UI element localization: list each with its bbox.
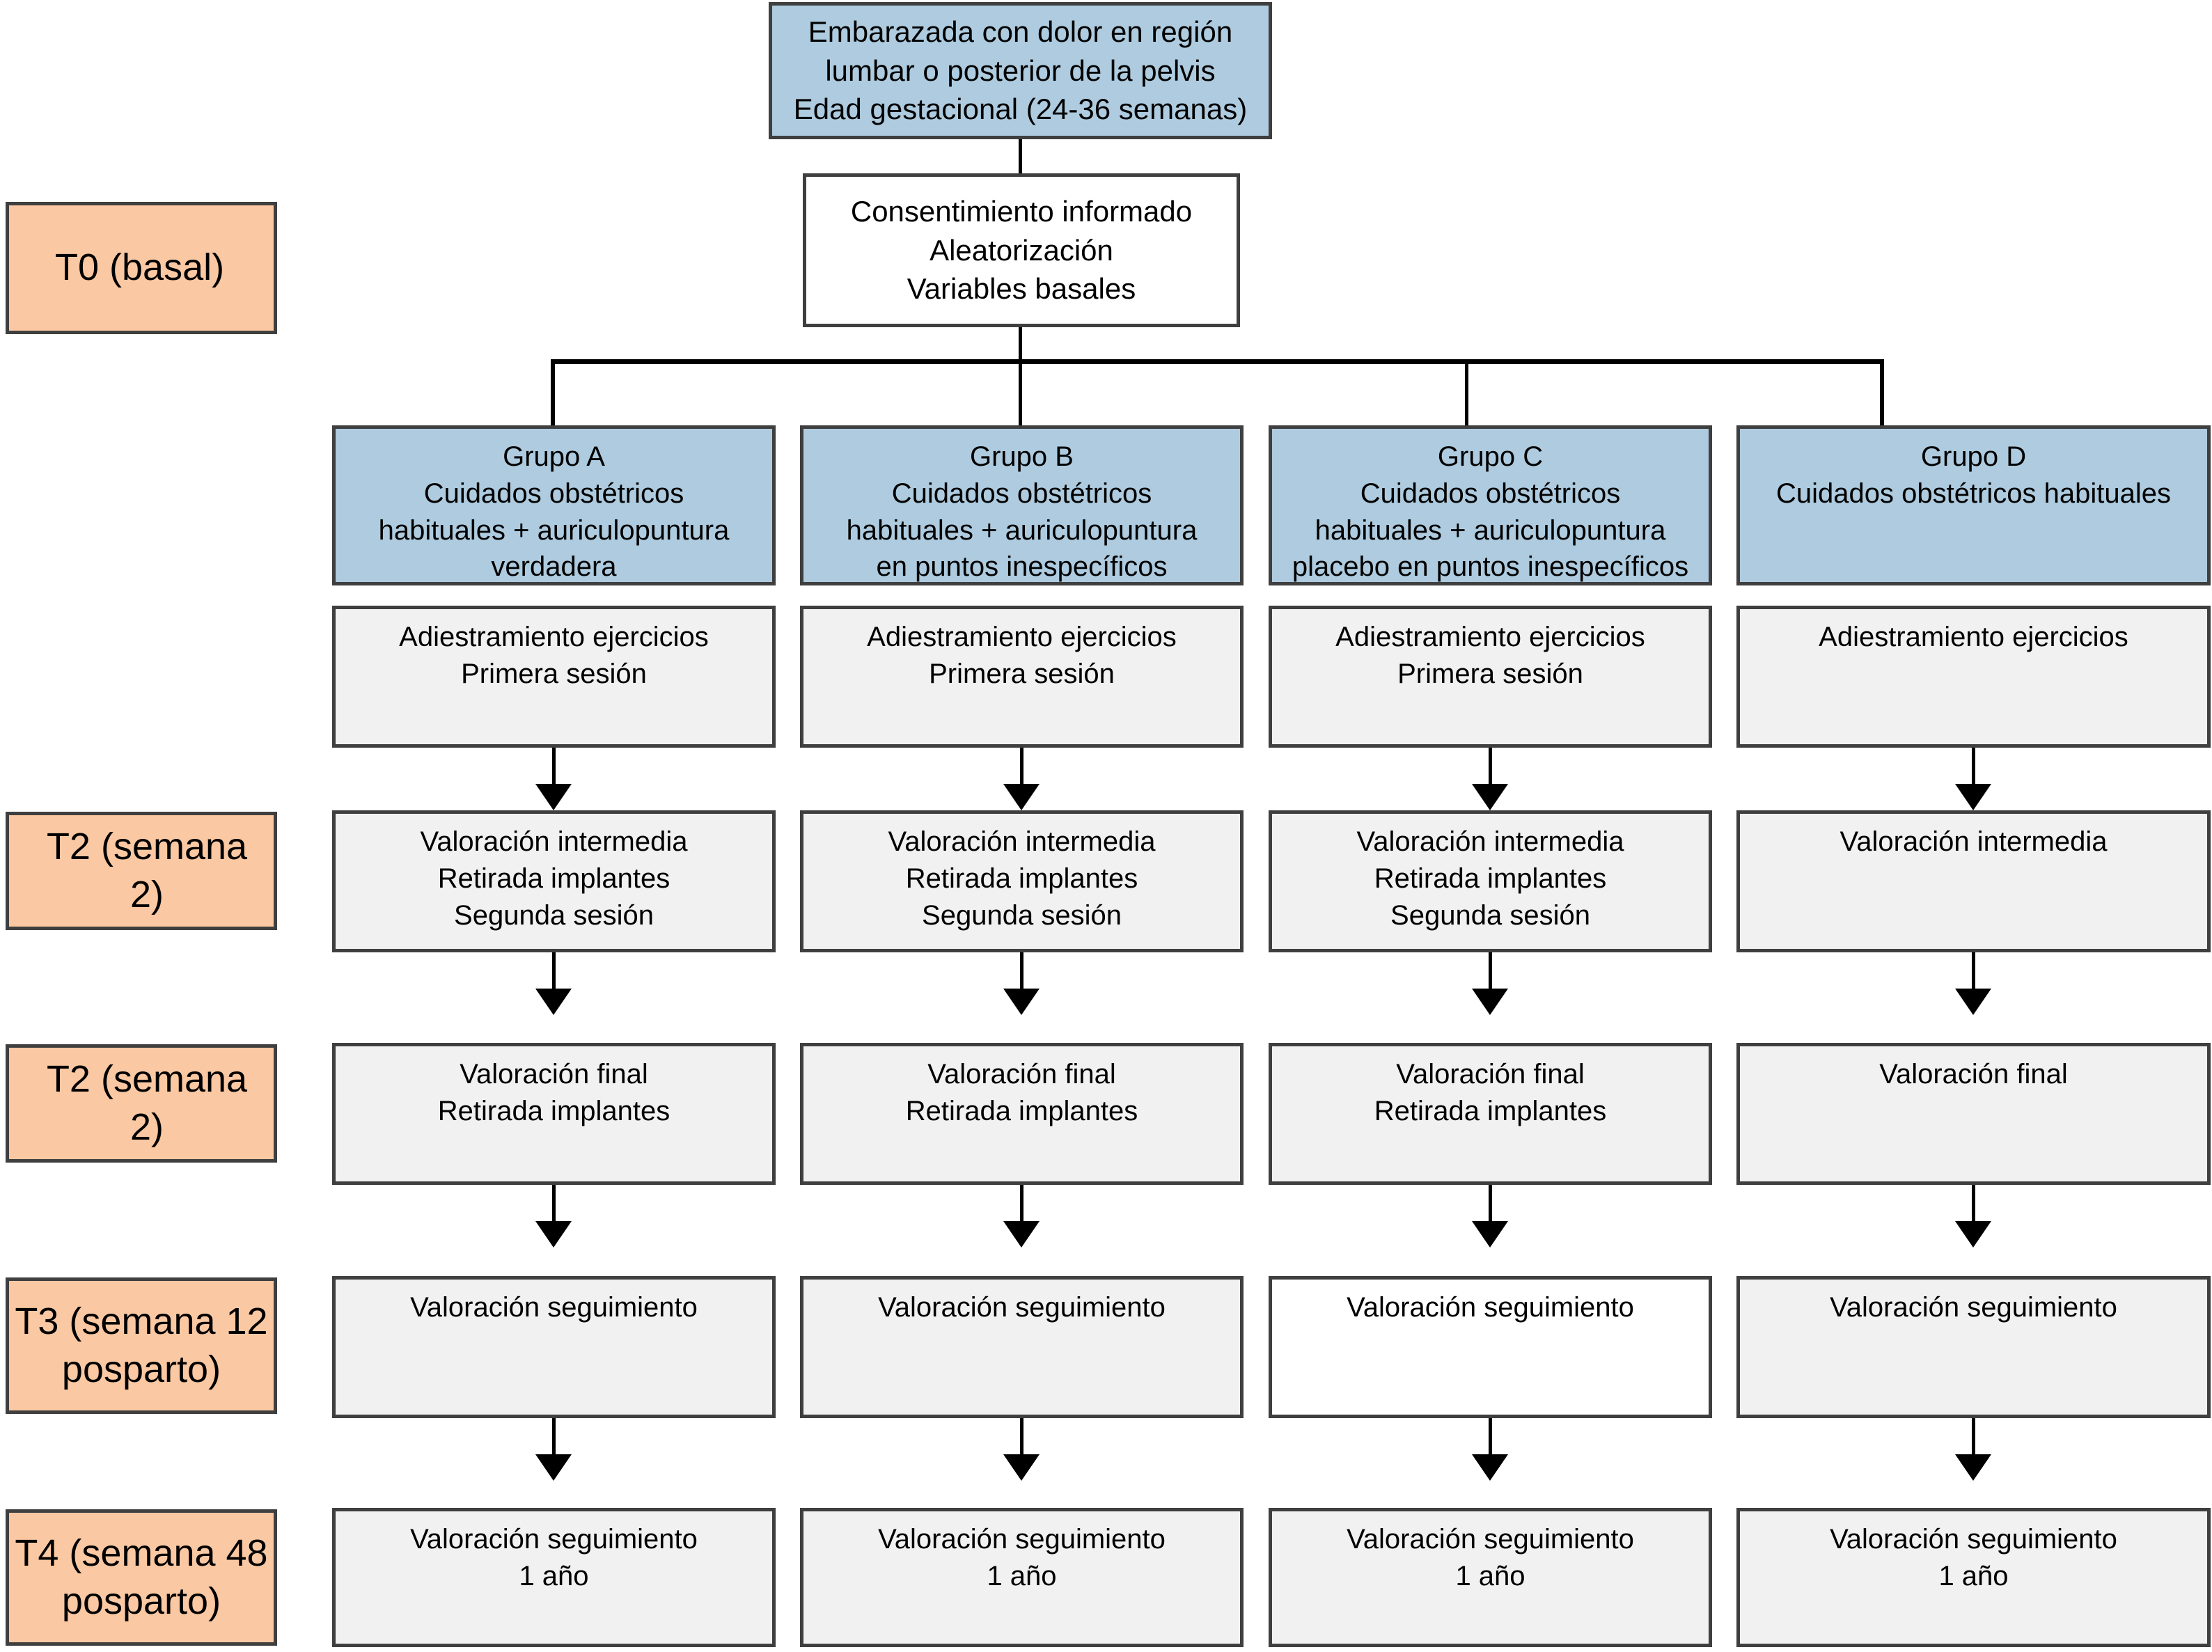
arrow-head-d-3 — [1955, 1221, 1991, 1248]
cell-intermedia-c: Valoración intermedia Retirada implantes… — [1269, 810, 1712, 952]
arrow-head-b-3 — [1003, 1221, 1040, 1248]
arrow-head-c-1 — [1472, 784, 1508, 810]
cell-intermedia-d: Valoración intermedia — [1736, 810, 2211, 952]
timepoint-label-t0: T0 (basal) — [6, 202, 277, 334]
arrow-head-b-1 — [1003, 784, 1040, 810]
arrow-line-d-2 — [1972, 952, 1975, 993]
arrow-head-d-1 — [1955, 784, 1991, 810]
cell-seguimiento-1a-d: Valoración seguimiento 1 año — [1736, 1508, 2211, 1647]
cell-seguimiento-b: Valoración seguimiento — [800, 1276, 1244, 1418]
arrow-line-b-4 — [1020, 1418, 1023, 1458]
cell-final-d: Valoración final — [1736, 1043, 2211, 1185]
arrow-line-c-2 — [1489, 952, 1492, 993]
arrow-line-c-3 — [1489, 1185, 1492, 1225]
cell-intermedia-b: Valoración intermedia Retirada implantes… — [800, 810, 1244, 952]
group-box-c: Grupo C Cuidados obstétricos habituales … — [1269, 425, 1712, 585]
cell-seguimiento-1a-c: Valoración seguimiento 1 año — [1269, 1508, 1712, 1647]
cell-seguimiento-a: Valoración seguimiento — [332, 1276, 776, 1418]
cell-seguimiento-c: Valoración seguimiento — [1269, 1276, 1712, 1418]
arrow-line-c-1 — [1489, 748, 1492, 788]
cell-final-c: Valoración final Retirada implantes — [1269, 1043, 1712, 1185]
arrow-head-a-2 — [535, 989, 572, 1015]
cell-final-a: Valoración final Retirada implantes — [332, 1043, 776, 1185]
timepoint-label-t4: T4 (semana 48 posparto) — [6, 1509, 277, 1646]
arrow-head-a-4 — [535, 1454, 572, 1481]
group-box-b: Grupo B Cuidados obstétricos habituales … — [800, 425, 1244, 585]
connector-branch-a — [551, 359, 555, 425]
connector-branch-d — [1880, 359, 1884, 425]
arrow-line-a-2 — [552, 952, 556, 993]
cell-adiestramiento-d: Adiestramiento ejercicios — [1736, 606, 2211, 748]
arrow-line-a-1 — [552, 748, 556, 788]
arrow-line-a-3 — [552, 1185, 556, 1225]
arrow-head-c-2 — [1472, 989, 1508, 1015]
cell-adiestramiento-a: Adiestramiento ejercicios Primera sesión — [332, 606, 776, 748]
arrow-head-a-1 — [535, 784, 572, 810]
arrow-head-a-3 — [535, 1221, 572, 1248]
group-box-d: Grupo D Cuidados obstétricos habituales — [1736, 425, 2211, 585]
timepoint-label-t2a: T2 (semana 2) — [6, 812, 277, 930]
arrow-line-a-4 — [552, 1418, 556, 1458]
arrow-line-d-4 — [1972, 1418, 1975, 1458]
connector-title-consent — [1019, 139, 1022, 173]
arrow-line-b-2 — [1020, 952, 1023, 993]
connector-branch-c — [1465, 359, 1468, 425]
connector-consent-down — [1019, 327, 1022, 363]
connector-branch-b — [1019, 359, 1022, 425]
consent-box: Consentimiento informado Aleatorización … — [803, 173, 1240, 327]
cell-seguimiento-d: Valoración seguimiento — [1736, 1276, 2211, 1418]
cell-seguimiento-1a-a: Valoración seguimiento 1 año — [332, 1508, 776, 1647]
cell-adiestramiento-c: Adiestramiento ejercicios Primera sesión — [1269, 606, 1712, 748]
arrow-line-b-1 — [1020, 748, 1023, 788]
cell-adiestramiento-b: Adiestramiento ejercicios Primera sesión — [800, 606, 1244, 748]
arrow-head-b-4 — [1003, 1454, 1040, 1481]
arrow-head-d-4 — [1955, 1454, 1991, 1481]
arrow-head-c-3 — [1472, 1221, 1508, 1248]
cell-final-b: Valoración final Retirada implantes — [800, 1043, 1244, 1185]
arrow-line-d-1 — [1972, 748, 1975, 788]
title-box: Embarazada con dolor en región lumbar o … — [769, 2, 1272, 139]
arrow-line-c-4 — [1489, 1418, 1492, 1458]
arrow-line-b-3 — [1020, 1185, 1023, 1225]
connector-branch-horizontal — [552, 359, 1884, 364]
arrow-head-b-2 — [1003, 989, 1040, 1015]
timepoint-label-t3: T3 (semana 12 posparto) — [6, 1277, 277, 1414]
timepoint-label-t2b: T2 (semana 2) — [6, 1044, 277, 1163]
arrow-head-d-2 — [1955, 989, 1991, 1015]
group-box-a: Grupo A Cuidados obstétricos habituales … — [332, 425, 776, 585]
cell-seguimiento-1a-b: Valoración seguimiento 1 año — [800, 1508, 1244, 1647]
arrow-head-c-4 — [1472, 1454, 1508, 1481]
cell-intermedia-a: Valoración intermedia Retirada implantes… — [332, 810, 776, 952]
arrow-line-d-3 — [1972, 1185, 1975, 1225]
